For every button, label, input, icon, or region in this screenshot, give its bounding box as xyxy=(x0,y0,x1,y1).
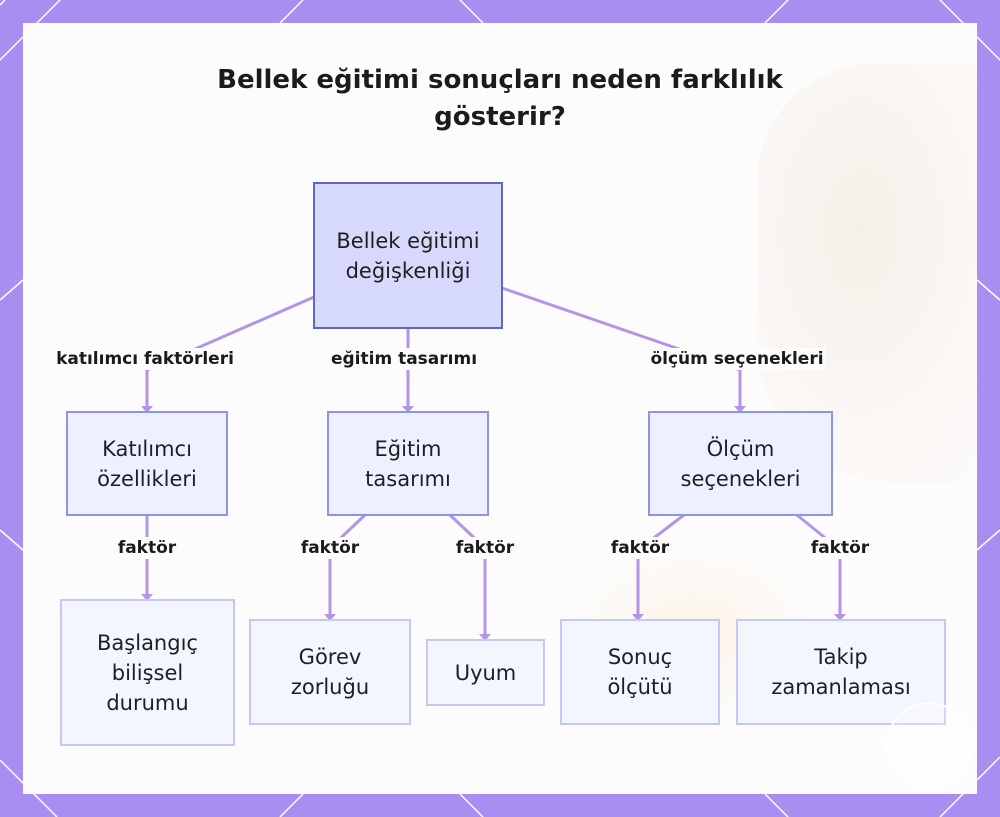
arrowhead-uyum xyxy=(479,634,491,641)
connector-egitim-uyum xyxy=(448,513,487,640)
node-sonuc: Sonuç ölçütü xyxy=(560,619,720,725)
arrowhead-takip xyxy=(834,614,846,621)
connector-olcum-takip xyxy=(796,513,842,620)
edge-label-egitim: eğitim tasarımı xyxy=(328,348,480,370)
diagram-title: Bellek eğitimi sonuçları neden farklılık… xyxy=(217,65,783,132)
node-katilimci-label: Katılımcı özellikleri xyxy=(97,436,197,491)
edge-label-uyum: faktör xyxy=(453,537,517,559)
node-olcum: Ölçüm seçenekleri xyxy=(648,411,833,516)
arrowhead-egitim xyxy=(402,406,414,413)
node-uyum: Uyum xyxy=(426,639,545,706)
connector-root-olcum xyxy=(501,286,742,412)
connector-egitim-gorev xyxy=(328,513,367,620)
logo-seal xyxy=(886,702,972,788)
node-uyum-label: Uyum xyxy=(454,660,517,685)
connector-olcum-sonuc xyxy=(636,513,685,620)
node-root-label: Bellek eğitimi değişkenliği xyxy=(336,228,480,283)
arrowhead-gorev xyxy=(324,614,336,621)
node-root: Bellek eğitimi değişkenliği xyxy=(313,182,503,329)
node-katilimci: Katılımcı özellikleri xyxy=(66,411,228,516)
node-sonuc-label: Sonuç ölçütü xyxy=(607,645,673,699)
edge-label-katilimci: katılımcı faktörleri xyxy=(54,348,236,370)
node-egitim: Eğitim tasarımı xyxy=(327,411,489,516)
node-takip-label: Takip zamanlaması xyxy=(771,645,911,699)
edge-label-gorev: faktör xyxy=(298,537,362,559)
node-baslangic: Başlangıç bilişsel durumu xyxy=(60,599,235,746)
edge-label-baslangic: faktör xyxy=(115,537,179,559)
node-gorev: Görev zorluğu xyxy=(249,619,411,725)
edge-label-takip: faktör xyxy=(808,537,872,559)
node-egitim-label: Eğitim tasarımı xyxy=(365,436,451,491)
arrowhead-olcum xyxy=(734,406,746,413)
node-takip: Takip zamanlaması xyxy=(736,619,946,725)
node-olcum-label: Ölçüm seçenekleri xyxy=(680,436,801,491)
edge-label-olcum: ölçüm seçenekleri xyxy=(648,348,826,370)
node-gorev-label: Görev zorluğu xyxy=(290,645,370,699)
node-baslangic-label: Başlangıç bilişsel durumu xyxy=(97,630,198,715)
arrowhead-katilimci xyxy=(141,406,153,413)
arrowhead-baslangic xyxy=(141,594,153,601)
edge-label-sonuc: faktör xyxy=(608,537,672,559)
arrowhead-sonuc xyxy=(632,614,644,621)
connector-root-katilimci xyxy=(145,295,315,412)
